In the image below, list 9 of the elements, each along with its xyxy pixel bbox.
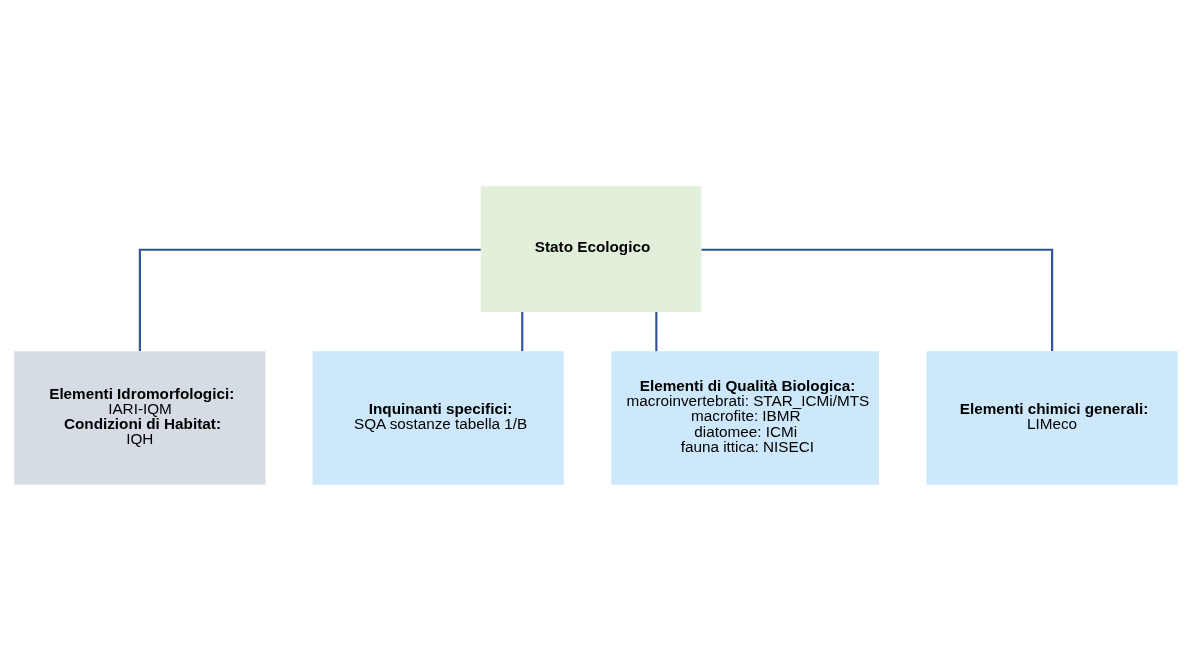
connector xyxy=(655,312,658,352)
node-box: Elementi chimici generali: LIMeco xyxy=(926,351,1178,485)
node-box: Elementi di Qualità Biologica: macroinvertebrati: STAR_ICMi/MTS macrofite: IBMR diatomee: ICMi fauna ittica: NISECI xyxy=(611,351,879,485)
node-box: Stato Ecologico xyxy=(480,186,702,312)
node-box: Inquinanti specifici: SQA sostanze tabella 1/B xyxy=(312,351,564,485)
node-box: Elementi Idromorfologici: IARI-IQM Condizioni di Habitat: IQH xyxy=(14,351,266,485)
connector xyxy=(521,312,524,352)
connector xyxy=(701,248,1054,351)
connector xyxy=(138,248,481,351)
